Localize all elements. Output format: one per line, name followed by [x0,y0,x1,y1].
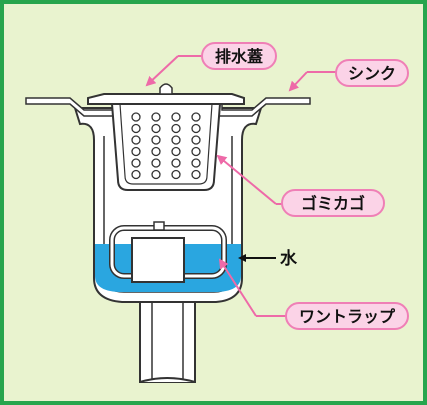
label-water: 水 [280,248,298,269]
basket-hole [191,169,201,180]
label-bell-trap-text: ワントラップ [299,307,396,326]
basket-hole [151,158,161,168]
callout-lines [147,55,336,317]
drain-cover-callout [147,55,202,85]
basket-hole [131,169,141,180]
basket-holes [131,112,201,180]
basket-hole [191,146,201,157]
basket-hole [171,135,181,145]
label-water-text: 水 [280,248,298,269]
basket-hole [171,158,181,168]
basket-hole [191,123,201,134]
bell-trap-callout [220,260,286,317]
basket-hole [171,112,181,122]
drain-cover [87,83,245,105]
basket-hole [151,135,161,145]
basket-hole [191,112,201,122]
label-sink-text: シンク [348,64,396,83]
basket-hole [151,112,161,122]
basket-hole [151,123,161,134]
label-drain-cover-text: 排水蓋 [215,47,263,66]
basket-hole [131,135,141,145]
basket-hole [191,158,201,168]
label-bell-trap: ワントラップ [285,302,409,330]
basket-hole [191,135,201,145]
basket-hole [131,123,141,134]
basket-hole [151,169,161,180]
basket-hole [131,112,141,122]
label-sink: シンク [335,59,409,87]
trash-basket-callout [218,156,282,205]
basket-hole [131,158,141,168]
outlet-pipe [139,291,196,383]
basket-hole [171,146,181,157]
label-trash-basket-text: ゴミカゴ [301,194,365,213]
label-drain-cover: 排水蓋 [201,42,277,70]
basket-hole [171,169,181,180]
trash-basket [110,103,222,191]
sink-callout [290,71,336,90]
label-trash-basket: ゴミカゴ [281,189,385,217]
basket-hole [131,146,141,157]
basket-hole [151,146,161,157]
basket-hole [171,123,181,134]
